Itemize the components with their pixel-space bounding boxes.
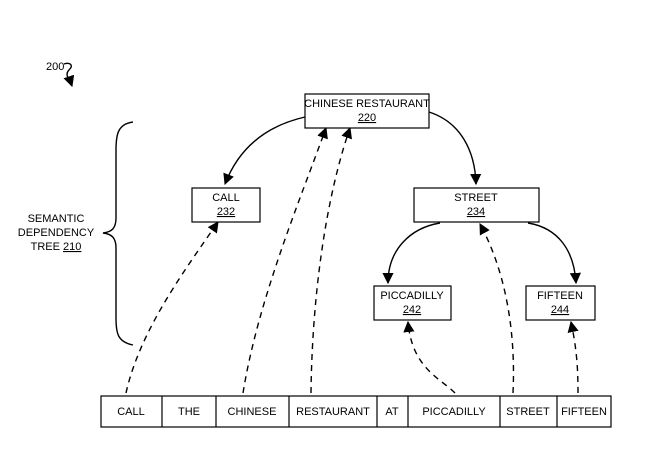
node-label: CALL	[212, 192, 240, 204]
node-label: PICCADILLY	[380, 290, 444, 302]
link-street-token	[479, 223, 515, 394]
node-piccadilly: PICCADILLY 242	[373, 285, 452, 321]
tree-label-line2: DEPENDENCY	[18, 227, 95, 239]
token-fifteen: FIFTEEN	[561, 406, 607, 418]
token-chinese: CHINESE	[228, 406, 277, 418]
node-box	[373, 285, 452, 321]
figure-number: 200	[46, 61, 64, 73]
node-ref: 232	[217, 206, 235, 218]
token-restaurant: RESTAURANT	[296, 406, 370, 418]
node-ref: 244	[551, 304, 569, 316]
node-ref: 220	[358, 112, 376, 124]
edge-root-to-call	[223, 116, 306, 186]
node-ref: 242	[403, 304, 421, 316]
edge-root-to-street	[428, 111, 482, 186]
node-box	[304, 93, 430, 129]
node-chinese-restaurant: CHINESE RESTAURANT 220	[304, 93, 430, 129]
link-call-token	[125, 221, 219, 394]
tree-label-line1: SEMANTIC	[28, 213, 85, 225]
tree-bracket	[102, 121, 134, 346]
token-strip-border	[100, 395, 612, 428]
tree-label-ref: 210	[63, 241, 81, 253]
token-call: CALL	[117, 406, 145, 418]
tree-label-line3: TREE 210	[31, 241, 82, 253]
figure-pointer-arrow	[63, 62, 75, 88]
edge-street-to-piccadilly	[382, 222, 441, 285]
tree-label: SEMANTIC DEPENDENCY TREE 210	[18, 213, 95, 253]
token-the: THE	[178, 406, 200, 418]
node-box	[525, 285, 596, 321]
link-chinese-token	[242, 126, 328, 394]
token-strip: CALL THE CHINESE RESTAURANT AT PICCADILL…	[100, 395, 612, 428]
token-at: AT	[385, 406, 399, 418]
edge-street-to-fifteen	[527, 222, 581, 285]
link-piccadilly-token	[403, 320, 456, 394]
node-label: FIFTEEN	[537, 290, 583, 302]
node-street: STREET 234	[413, 187, 540, 223]
node-box	[191, 187, 261, 223]
node-label: CHINESE RESTAURANT	[304, 98, 430, 110]
figure-reference: 200	[46, 61, 75, 88]
node-fifteen: FIFTEEN 244	[525, 285, 596, 321]
node-ref: 234	[467, 206, 485, 218]
node-call: CALL 232	[191, 187, 261, 223]
tree-label-word: TREE	[31, 241, 60, 253]
link-fifteen-token	[567, 320, 579, 394]
node-label: STREET	[454, 192, 498, 204]
token-piccadilly: PICCADILLY	[422, 406, 486, 418]
token-street: STREET	[506, 406, 550, 418]
node-box	[413, 187, 540, 223]
link-restaurant-token	[310, 126, 352, 394]
